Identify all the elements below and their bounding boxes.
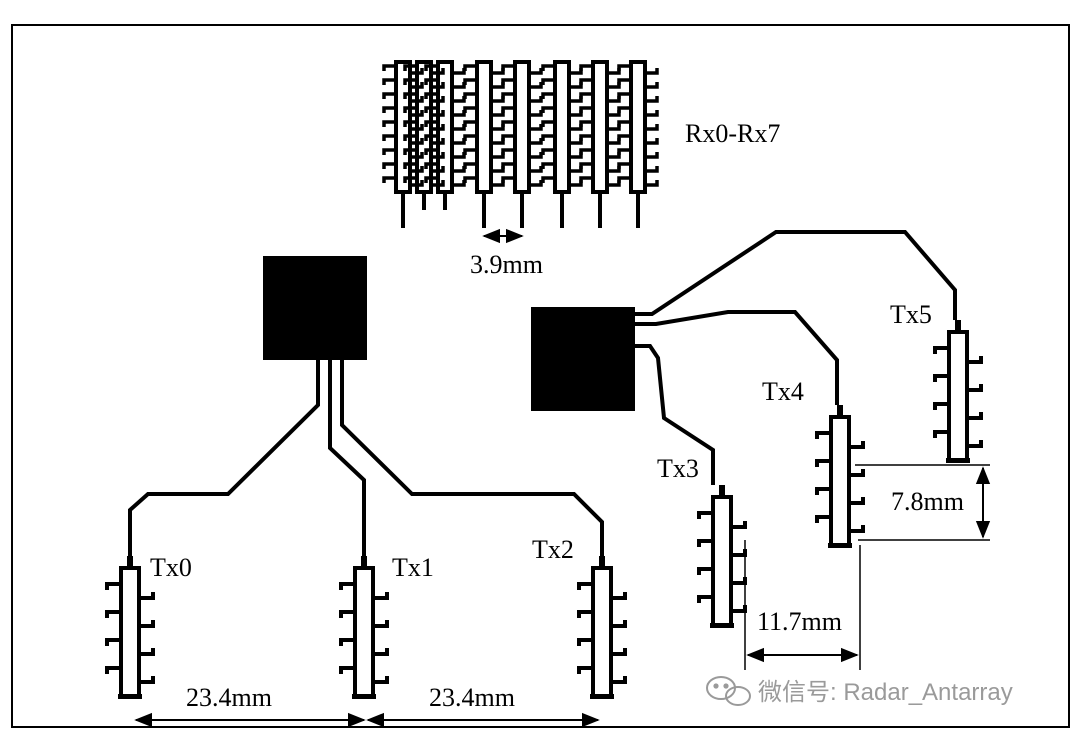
tx0-antenna xyxy=(105,556,155,699)
tx5-label: Tx5 xyxy=(890,300,932,329)
feed-lines-right xyxy=(635,230,957,485)
vertical-offset-dimension xyxy=(855,464,991,541)
rx6-antenna xyxy=(579,60,621,228)
rx4-antenna xyxy=(501,60,543,228)
rx0-antenna xyxy=(382,60,424,228)
rx1-antenna xyxy=(403,60,445,210)
tx-spacing-label-12: 23.4mm xyxy=(429,683,515,712)
watermark-text: 微信号: Radar_Antarray xyxy=(758,679,1013,706)
horizontal-offset-label: 11.7mm xyxy=(757,607,842,636)
rx-antenna-array xyxy=(382,60,659,228)
wechat-icon xyxy=(706,676,751,706)
horizontal-offset-dimension xyxy=(744,540,861,670)
rx7-antenna xyxy=(617,60,659,228)
tx3-label: Tx3 xyxy=(657,454,699,483)
tx5-antenna xyxy=(933,320,983,463)
chip-left xyxy=(263,256,367,360)
tx-antennas xyxy=(105,320,983,699)
rx5-antenna xyxy=(541,60,583,228)
feed-lines-left xyxy=(128,360,604,556)
vertical-offset-label: 7.8mm xyxy=(891,487,964,516)
tx4-antenna xyxy=(815,405,865,548)
tx3-antenna xyxy=(697,485,747,628)
tx0-label: Tx0 xyxy=(150,553,192,582)
tx4-label: Tx4 xyxy=(762,377,804,406)
tx2-antenna xyxy=(577,556,627,699)
rx3-antenna xyxy=(463,60,505,228)
tx-spacing-label-01: 23.4mm xyxy=(186,683,272,712)
tx2-label: Tx2 xyxy=(532,535,574,564)
tx1-antenna xyxy=(339,556,389,699)
chip-right xyxy=(531,307,635,411)
rx-spacing-label: 3.9mm xyxy=(470,250,543,279)
tx1-label: Tx1 xyxy=(392,553,434,582)
rx-label: Rx0-Rx7 xyxy=(685,119,780,148)
